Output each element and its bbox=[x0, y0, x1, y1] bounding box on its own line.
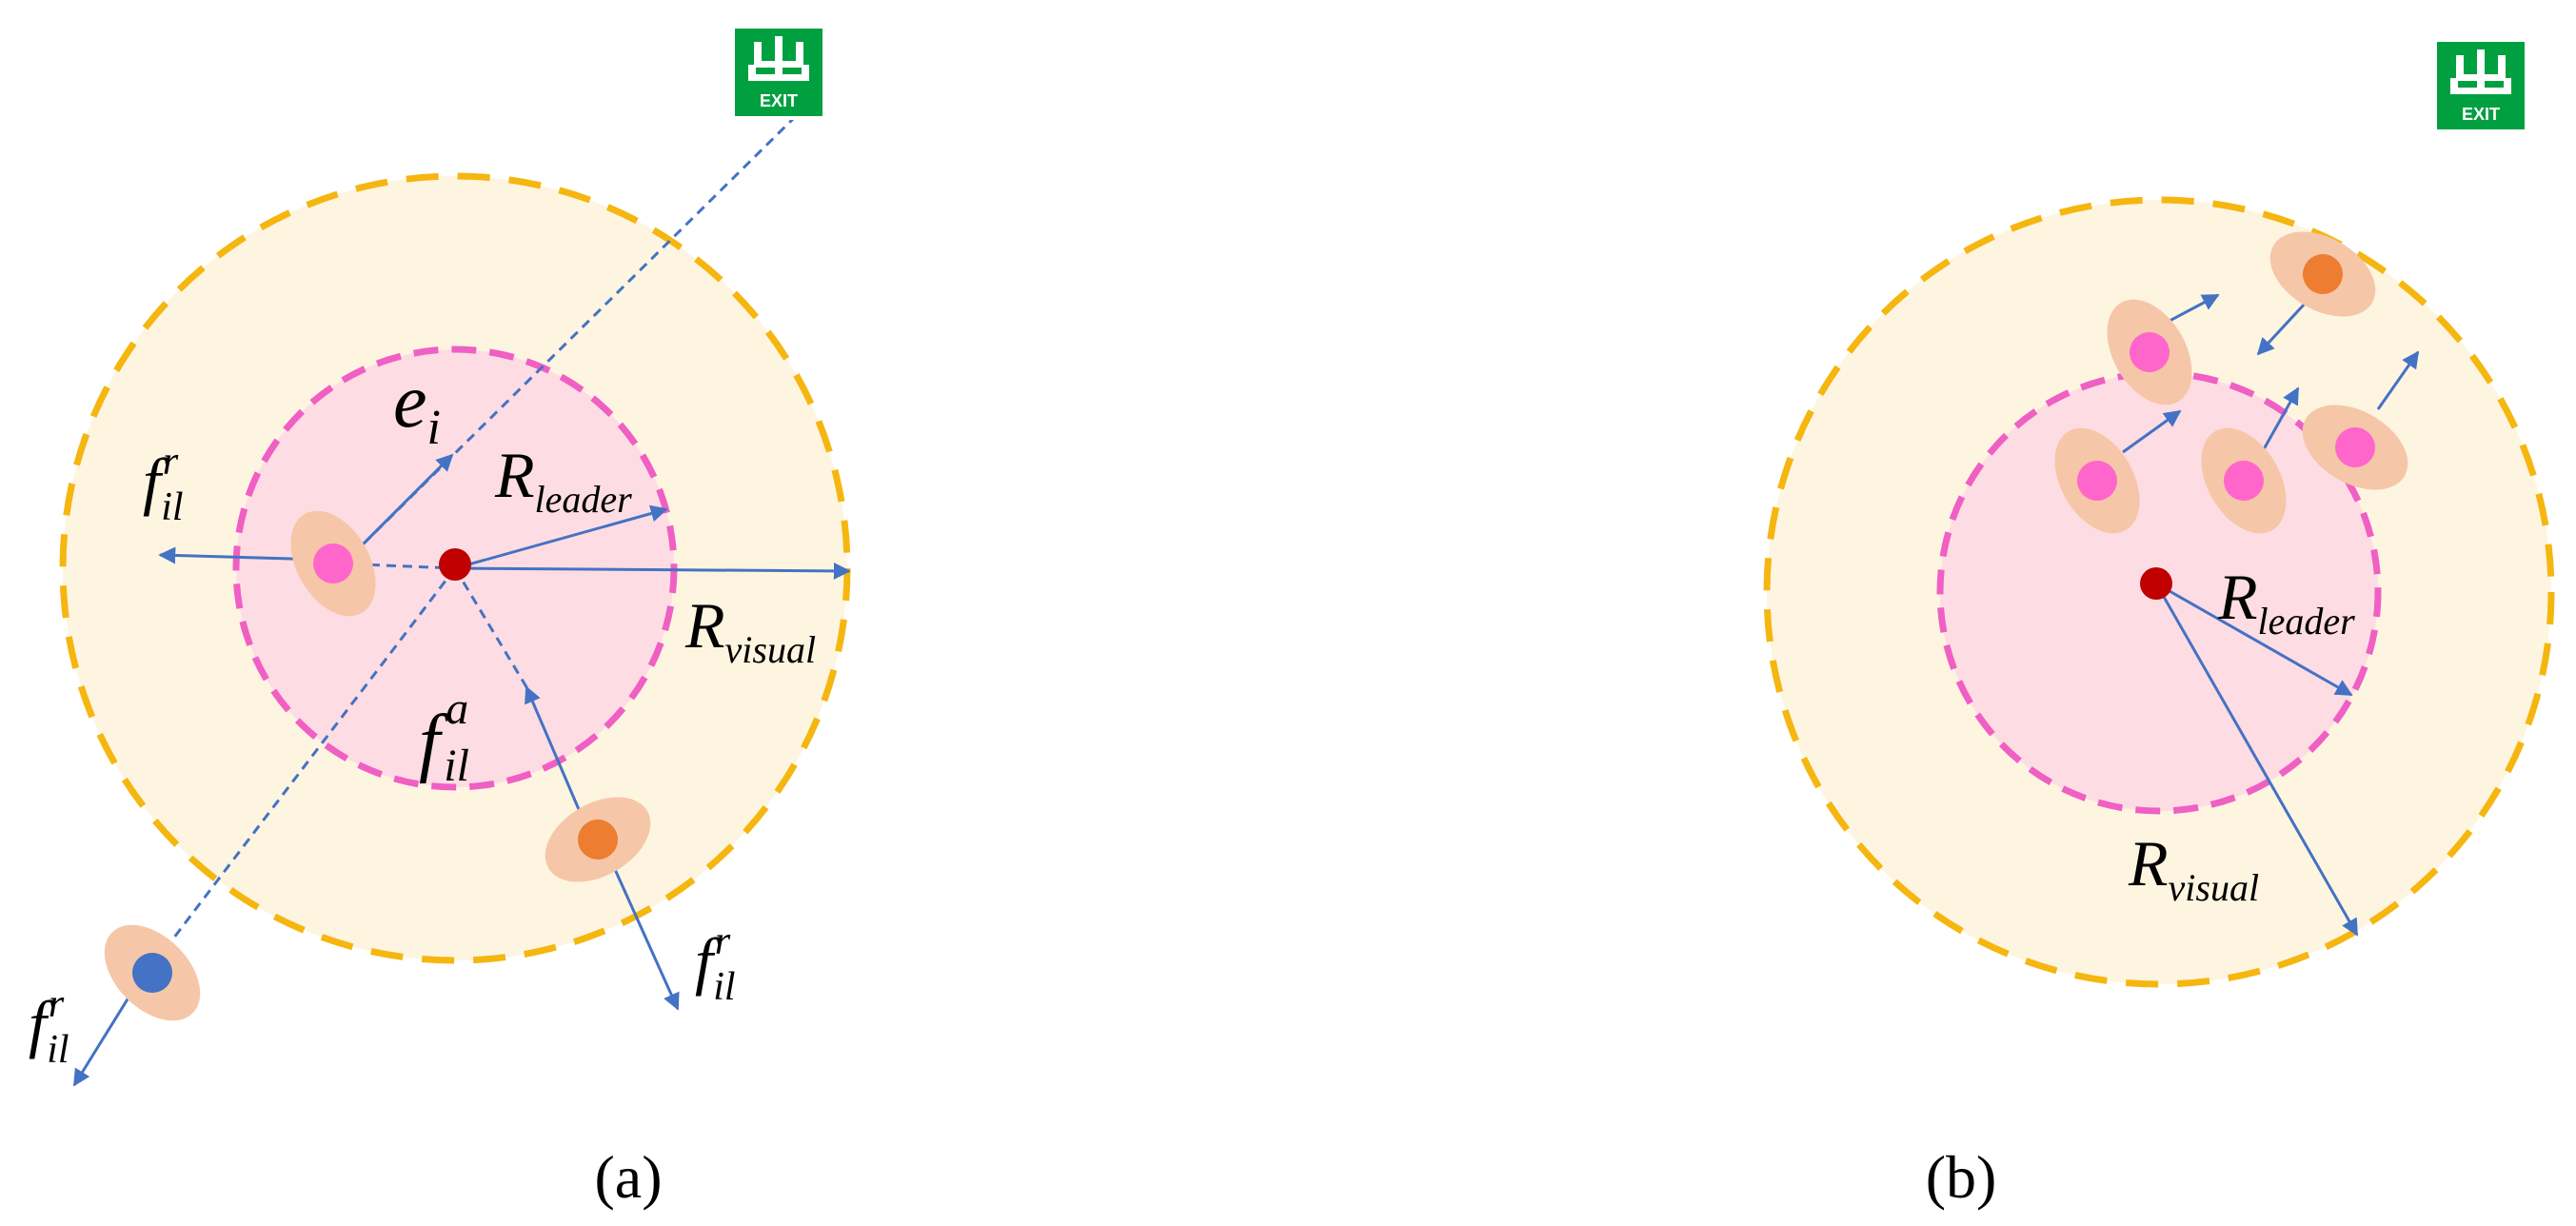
svg-text:Rvisual: Rvisual bbox=[2128, 827, 2259, 909]
follower-pink-b2 bbox=[2037, 413, 2157, 548]
exit-glyph-icon bbox=[748, 36, 809, 81]
follower-pink-b3 bbox=[2184, 413, 2304, 548]
e-i-label: e bbox=[393, 360, 427, 444]
panel-b: Rleader Rvisual EXIT (b) bbox=[1763, 38, 2555, 1211]
move-arrow-4 bbox=[2376, 350, 2420, 410]
f-attractive-arrow bbox=[525, 685, 583, 815]
f-repulsive-arrow-down bbox=[607, 856, 680, 1011]
r-visual-label-b: R bbox=[2128, 827, 2169, 900]
leader-dot-a bbox=[439, 548, 471, 581]
move-arrow-3 bbox=[2262, 386, 2300, 450]
follower-pink-a bbox=[273, 496, 393, 631]
svg-text:Rvisual: Rvisual bbox=[684, 589, 816, 671]
move-arrow-5 bbox=[2256, 301, 2308, 356]
r-leader-arrow-a bbox=[454, 504, 668, 570]
r-visual-label-a: R bbox=[684, 589, 725, 662]
dashed-line-to-orange bbox=[453, 567, 530, 691]
follower-orange-a bbox=[530, 780, 665, 900]
follower-pink-b1 bbox=[2090, 285, 2209, 420]
e-i-arrow bbox=[350, 453, 454, 557]
exit-sign-a: EXIT bbox=[731, 25, 826, 120]
svg-text:Rleader: Rleader bbox=[2217, 561, 2355, 643]
follower-blue-a bbox=[86, 906, 219, 1039]
r-leader-label-a: R bbox=[494, 439, 535, 511]
exit-text-a: EXIT bbox=[760, 91, 798, 110]
exit-sign-b: EXIT bbox=[2433, 38, 2528, 133]
follower-pink-b4 bbox=[2288, 387, 2423, 507]
leader-dot-b bbox=[2140, 567, 2172, 600]
r-leader-label-b: R bbox=[2217, 561, 2258, 633]
move-arrow-1 bbox=[2122, 409, 2182, 454]
caption-b: (b) bbox=[1926, 1143, 1997, 1211]
r-visual-arrow-a bbox=[454, 562, 851, 580]
follower-orange-b bbox=[2255, 214, 2390, 334]
caption-a: (a) bbox=[594, 1143, 662, 1211]
dashed-line-to-blue bbox=[150, 567, 457, 967]
exit-text-b: EXIT bbox=[2462, 105, 2500, 124]
r-leader-arrow-b bbox=[2155, 582, 2353, 697]
r-visual-arrow-b bbox=[2154, 583, 2359, 937]
f-repulsive-arrow-bottom-left bbox=[72, 989, 135, 1087]
svg-text:Rleader: Rleader bbox=[494, 439, 632, 521]
exit-glyph-icon bbox=[2450, 49, 2511, 94]
svg-text:ei: ei bbox=[393, 360, 441, 455]
